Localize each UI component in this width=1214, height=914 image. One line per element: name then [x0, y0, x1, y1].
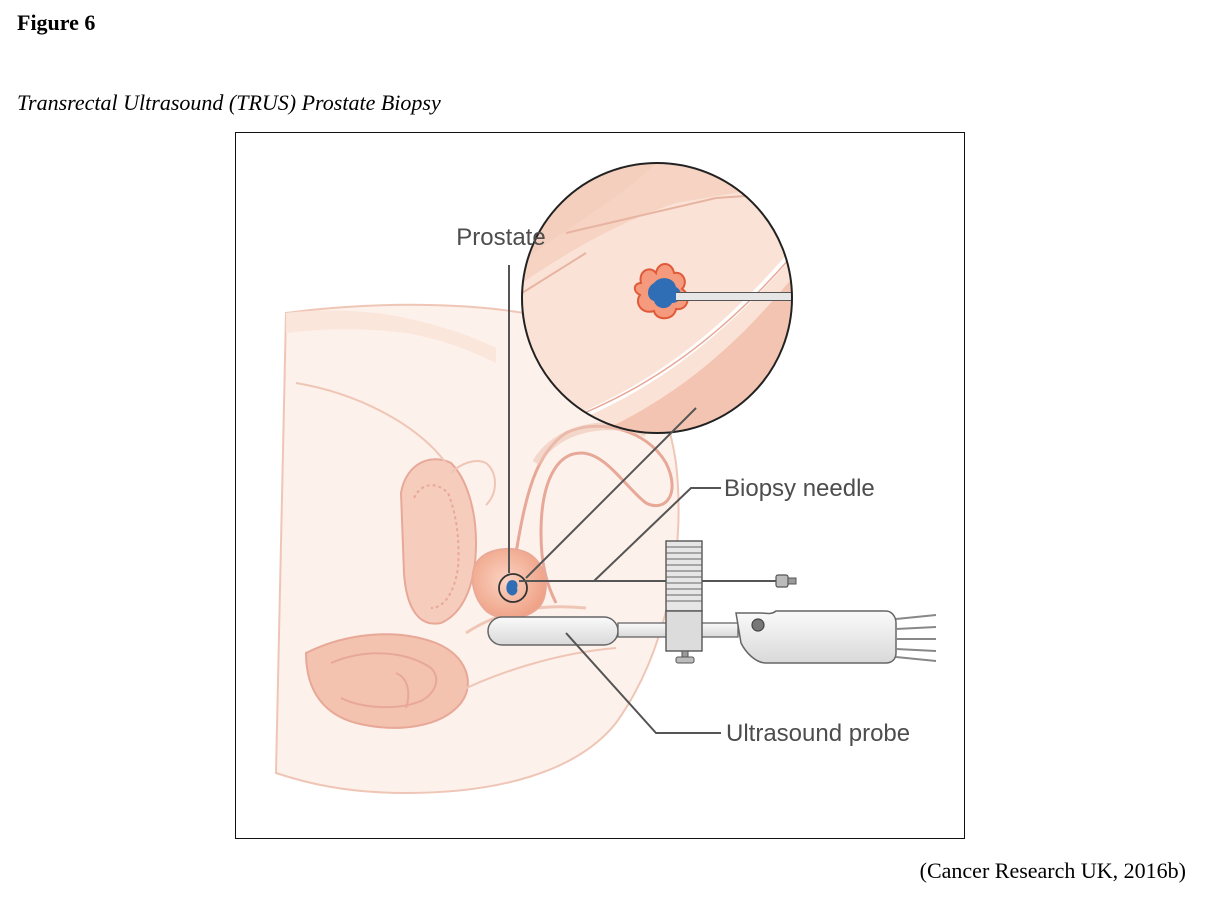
- probe-tip: [487, 616, 619, 646]
- ultrasound-probe-leader: [565, 632, 721, 734]
- upper-tissue-band: [286, 310, 496, 363]
- figure-title: Transrectal Ultrasound (TRUS) Prostate B…: [17, 90, 441, 115]
- magnifier-circle: [521, 162, 793, 434]
- tumor-small: [506, 580, 518, 596]
- bladder: [399, 458, 478, 625]
- trus-biopsy-illustration: Prostate Biopsy needle Ultrasound probe: [274, 162, 937, 795]
- figure-frame: Prostate Biopsy needle Ultrasound probe: [235, 132, 965, 839]
- biopsy-target-ring: [498, 573, 528, 603]
- guide-clamp: [665, 610, 703, 652]
- ultrasound-probe: [487, 540, 937, 664]
- pelvic-anatomy: [274, 303, 680, 795]
- biopsy-needle: [519, 574, 797, 588]
- leader-lines: [508, 265, 721, 734]
- biopsy-needle-label: Biopsy needle: [724, 475, 875, 502]
- prostate-gland: [471, 547, 547, 620]
- figure-heading: Figure 6: [17, 10, 96, 35]
- prostate-label: Prostate: [456, 224, 545, 251]
- ultrasound-probe-label: Ultrasound probe: [726, 720, 910, 747]
- biopsy-needle-leader: [593, 487, 721, 582]
- magnifier-connector: [525, 407, 697, 579]
- figure-citation: (Cancer Research UK, 2016b): [919, 858, 1186, 883]
